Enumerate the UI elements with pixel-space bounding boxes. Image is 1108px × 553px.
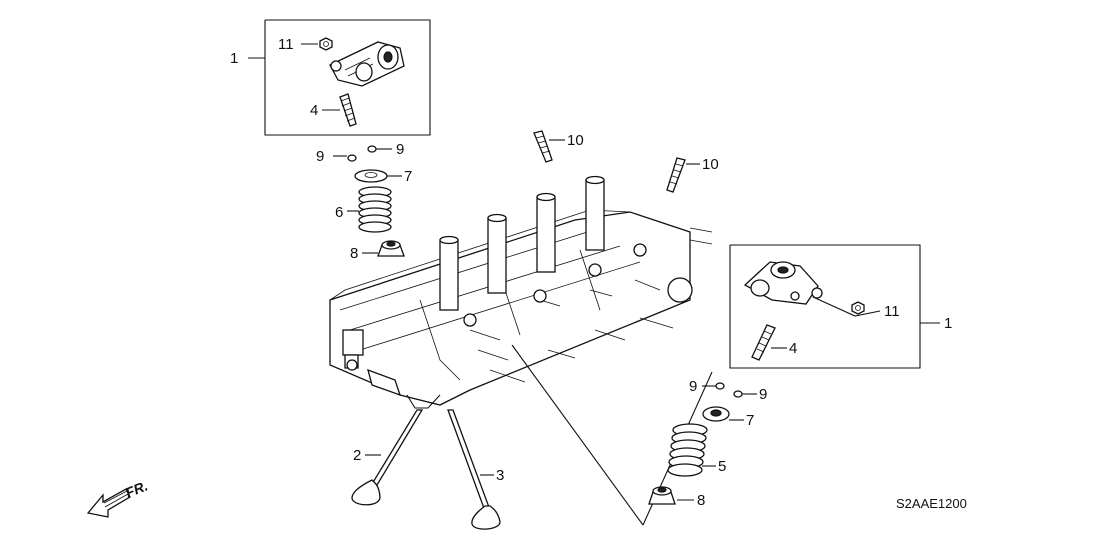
callout-6: 6: [335, 204, 343, 221]
spring-retainer-left-icon: [354, 169, 388, 183]
valve-spring-left-icon: [358, 186, 392, 233]
callout-5: 5: [718, 458, 726, 475]
callout-1a: 1: [230, 50, 238, 67]
callout-3: 3: [496, 467, 504, 484]
camshaft-tower-3-icon: [536, 192, 556, 273]
stud-bolt-a-icon: [533, 130, 553, 163]
rocker-arm-assembly-icon: [329, 41, 405, 87]
diagram-code: S2AAE1200: [896, 496, 967, 511]
callout-2: 2: [353, 447, 361, 464]
nut-icon: [319, 37, 333, 51]
intake-valve-icon: [351, 409, 424, 506]
valve-spring-right-icon: [667, 423, 708, 477]
valve-cotter-right-b-icon: [733, 390, 743, 398]
valve-stem-seal-left-icon: [377, 240, 405, 257]
callout-9b: 9: [396, 141, 404, 158]
callout-9c: 9: [689, 378, 697, 395]
exhaust-valve-icon: [447, 409, 501, 530]
callout-1b: 1: [944, 315, 952, 332]
callout-9a: 9: [316, 148, 324, 165]
cylinder-head-icon: [329, 175, 713, 406]
callout-4b: 4: [789, 340, 797, 357]
valve-stem-seal-right-icon: [648, 486, 676, 505]
callout-10b: 10: [702, 156, 719, 173]
valve-cotter-right-a-icon: [715, 382, 725, 390]
callout-8b: 8: [697, 492, 705, 509]
callout-7a: 7: [404, 168, 412, 185]
front-direction-arrow-icon: [86, 488, 131, 518]
adjust-screw-icon: [339, 93, 357, 127]
camshaft-tower-2-icon: [487, 213, 507, 294]
stud-bolt-b-icon: [666, 157, 686, 193]
callout-9d: 9: [759, 386, 767, 403]
callout-11a: 11: [278, 36, 294, 53]
adjust-screw-right-icon: [751, 324, 776, 361]
front-direction-label: FR.: [123, 477, 150, 500]
valve-cotter-left-a-icon: [347, 154, 357, 162]
camshaft-tower-4-icon: [585, 175, 605, 251]
valve-cotter-left-b-icon: [367, 145, 377, 153]
nut-right-icon: [851, 301, 865, 315]
callout-7b: 7: [746, 412, 754, 429]
callout-11b: 11: [884, 303, 900, 320]
callout-8a: 8: [350, 245, 358, 262]
rocker-arm-assembly-right-icon: [743, 261, 823, 305]
rocker-arm-inset-right: [729, 244, 940, 369]
rocker-arm-inset-top: [248, 19, 431, 136]
camshaft-tower-1-icon: [439, 235, 459, 311]
callout-4a: 4: [310, 102, 318, 119]
callout-10a: 10: [567, 132, 584, 149]
spring-retainer-right-icon: [702, 406, 730, 422]
